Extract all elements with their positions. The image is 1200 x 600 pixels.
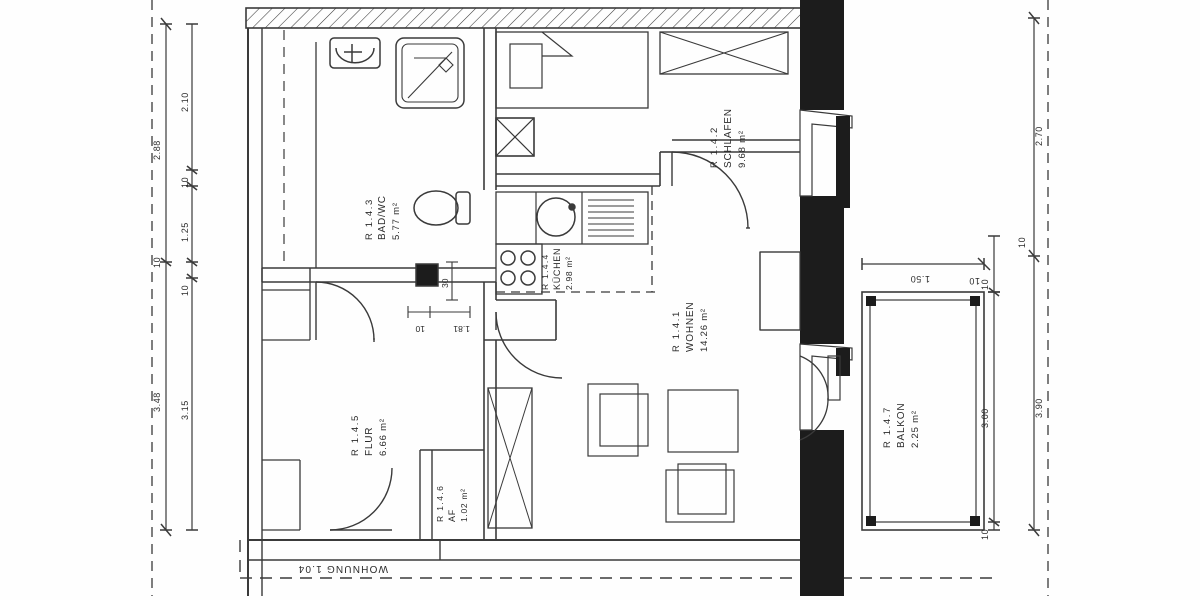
dim-bath-door-2: 1.81: [453, 324, 470, 334]
party-wall-right: [799, 0, 853, 596]
room-label-balkon: R 1.4.7 BALKON 2.25 m²: [882, 403, 921, 448]
sofa-icon: [665, 463, 735, 523]
building-outline: [239, 7, 1000, 596]
dim-left-outer-2: 10: [152, 257, 162, 268]
room-code: R 1.4.4: [540, 253, 550, 290]
room-code: R 1.4.2: [709, 126, 720, 168]
dim-balcony-width: 1.50: [910, 274, 930, 284]
washbasin-icon: [329, 37, 381, 69]
dimension-chain-left-inner: [186, 23, 198, 531]
toilet-icon: [413, 190, 471, 226]
dim-bath-small: 30: [440, 278, 450, 288]
stove-icon: [500, 250, 536, 286]
kitchen-fixtures: [495, 191, 649, 295]
dimension-balcony-width: [861, 257, 991, 271]
bedroom-furniture: [495, 31, 801, 331]
room-label-bad-wc: R 1.4.3 BAD/WC 5.77 m²: [364, 195, 402, 240]
bed-icon: [495, 31, 649, 109]
room-name: BALKON: [896, 403, 907, 448]
apartment-label: WOHNUNG 1.04: [297, 563, 388, 574]
dim-left-inner-5: 3.15: [180, 400, 190, 420]
dim-bath-door-1: 10: [415, 324, 425, 334]
room-name: KÜCHEN: [552, 248, 562, 290]
balcony: [861, 291, 985, 531]
room-code: R 1.4.6: [435, 485, 445, 522]
room-area: 14.26 m²: [699, 308, 710, 352]
dimension-chain-left-outer: [151, 0, 172, 596]
room-area: 2.25 m²: [910, 410, 921, 448]
room-code: R 1.4.5: [350, 414, 361, 456]
drainboard-icon: [588, 199, 634, 237]
dimension-chain-right-inner: [988, 235, 1000, 531]
dim-left-outer-1: 2.88: [152, 140, 162, 160]
dim-right-outer-3: 3.90: [1034, 398, 1044, 418]
room-name: BAD/WC: [377, 195, 388, 240]
dim-right-inner-1: 10: [980, 279, 990, 290]
dim-left-inner-4: 10: [180, 285, 190, 296]
room-name: FLUR: [364, 427, 375, 456]
room-code: R 1.4.3: [364, 198, 375, 240]
room-name: SCHLAFEN: [723, 108, 734, 168]
room-label-schlafen: R 1.4.2 SCHLAFEN 9.68 m²: [709, 108, 748, 168]
room-area: 9.68 m²: [737, 130, 748, 168]
room-area: 1.02 m²: [459, 488, 469, 522]
dim-right-outer-2: 10: [1017, 237, 1027, 248]
dim-balcony-wall: 10: [969, 276, 980, 286]
room-name: AF: [447, 509, 457, 522]
dimension-chain-right-outer: [1028, 0, 1049, 596]
armchair-icon: [587, 383, 649, 457]
dim-left-inner-2: 10: [180, 177, 190, 188]
room-area: 5.77 m²: [391, 202, 402, 240]
room-label-flur: R 1.4.5 FLUR 6.66 m²: [350, 414, 389, 456]
wardrobe-icon: [659, 31, 789, 75]
table-icon: [667, 389, 739, 453]
duct-shaft: [415, 263, 439, 287]
room-label-wohnen: R 1.4.1 WOHNEN 14.26 m²: [671, 302, 710, 352]
dim-right-inner-2: 3.00: [980, 408, 990, 428]
dim-right-inner-3: 10: [980, 529, 990, 540]
dim-left-inner-1: 2.10: [180, 92, 190, 112]
room-area: 2.98 m²: [564, 256, 574, 290]
dim-left-outer-3: 3.48: [152, 392, 162, 412]
room-code: R 1.4.7: [882, 406, 893, 448]
shelf-icon: [487, 387, 533, 529]
room-label-af: R 1.4.6 AF 1.02 m²: [435, 485, 469, 522]
dim-right-outer-1: 2.70: [1034, 126, 1044, 146]
kitchen-sink-icon: [536, 197, 576, 237]
living-room-furniture: [487, 383, 739, 529]
dresser-icon: [759, 251, 801, 331]
nightstand-icon: [495, 117, 535, 157]
room-area: 6.66 m²: [378, 418, 389, 456]
room-code: R 1.4.1: [671, 310, 682, 352]
shower-tray-icon: [395, 37, 465, 109]
room-name: WOHNEN: [685, 302, 696, 352]
bathroom-fixtures: [329, 37, 535, 318]
room-label-kuechen: R 1.4.4 KÜCHEN 2.98 m²: [540, 248, 574, 290]
dim-left-inner-3: 1.25: [180, 222, 190, 242]
door-swings: [315, 151, 841, 531]
